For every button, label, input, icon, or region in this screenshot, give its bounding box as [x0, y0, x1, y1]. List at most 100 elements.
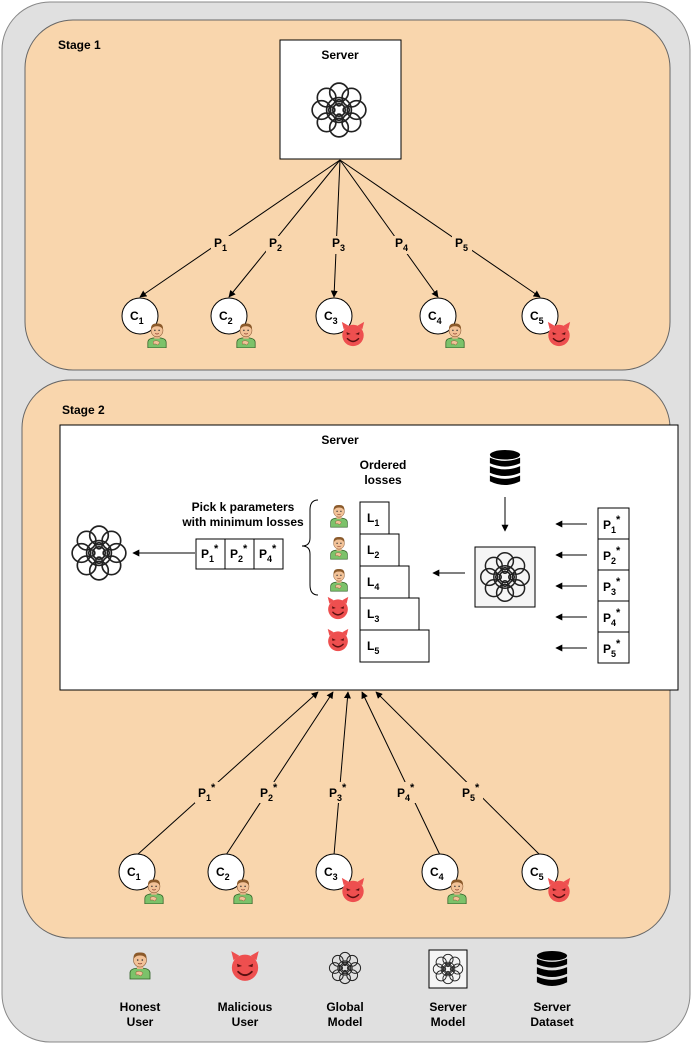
pick-label-1: Pick k parameters	[192, 500, 295, 514]
incoming-params: P1*P2*P3*P4*P5*	[555, 507, 630, 664]
client-node-s2-2	[207, 853, 245, 891]
param-label-bg	[266, 236, 286, 254]
loss-label-2: L2	[367, 543, 379, 560]
picked-param-label: P1*	[201, 543, 219, 564]
legend-label-2: Dataset	[530, 1015, 573, 1029]
stage2-param-5: P5*	[462, 782, 480, 803]
incoming-param-label: P3*	[603, 576, 621, 597]
client-label-s1-1: C1	[130, 309, 144, 326]
stage2-title: Stage 2	[62, 403, 105, 417]
client-label-s1-5: C5	[530, 309, 544, 326]
param-label-bg	[326, 782, 350, 803]
param-label-bg	[459, 782, 483, 803]
incoming-param-box	[597, 600, 630, 633]
incoming-param-label: P2*	[603, 545, 621, 566]
stage2-arrow-3	[333, 691, 351, 856]
client-node-s1-2	[210, 297, 248, 335]
loss-bar-3	[359, 565, 410, 599]
legend-label-1: Server	[429, 1000, 467, 1014]
stage1-param-4: P4	[395, 236, 408, 253]
client-label-s2-3: C3	[324, 865, 338, 882]
legend-label-1: Global	[326, 1000, 363, 1014]
stage1-title: Stage 1	[58, 38, 101, 52]
picked-param-label: P4*	[259, 543, 277, 564]
client-label-s2-1: C1	[127, 865, 141, 882]
param-label-bg	[392, 236, 412, 254]
malicious-user-icon	[327, 596, 349, 620]
param-label-bg	[211, 236, 231, 254]
incoming-param-label: P4*	[603, 607, 621, 628]
param-label-bg	[257, 782, 281, 803]
stage2-param-3: P3*	[329, 782, 347, 803]
malicious-user-icon	[341, 877, 365, 903]
ordered-losses-label-1: Ordered	[360, 458, 407, 472]
param-label-bg	[452, 236, 472, 254]
incoming-param-box	[597, 569, 630, 602]
pick-label-2: with minimum losses	[181, 515, 304, 529]
stage1-server-box	[279, 39, 402, 160]
stage1-arrow-1	[139, 159, 341, 298]
incoming-param-box	[597, 631, 630, 664]
incoming-param-box	[597, 507, 630, 540]
loss-bar-1	[359, 501, 390, 535]
stage2-clients: C1 C2 C3 C4 C5	[118, 853, 571, 904]
legend-label-1: Malicious	[218, 1000, 273, 1014]
stage1-param-5: P5	[455, 236, 468, 253]
client-label-s2-5: C5	[530, 865, 544, 882]
stage2-param-labels: P1*P2*P3*P4*P5*	[195, 782, 483, 803]
stage1-arrow-2	[228, 159, 341, 298]
client-node-s1-1	[121, 297, 159, 335]
malicious-user-icon	[327, 628, 349, 652]
stage2-arrows	[136, 691, 541, 856]
stage2-server-label: Server	[321, 433, 359, 447]
client-node-s2-4	[421, 853, 459, 891]
stage1-panel	[24, 19, 671, 371]
stage1-arrow-5	[339, 159, 541, 298]
stage1-arrows	[139, 159, 541, 298]
loss-bar-5	[359, 629, 430, 663]
legend-label-2: User	[232, 1015, 259, 1029]
picked-param-box	[224, 538, 255, 570]
legend-label-2: Model	[328, 1015, 363, 1029]
malicious-user-icon	[547, 877, 571, 903]
client-label-s2-4: C4	[430, 865, 444, 882]
stage2-param-4: P4*	[397, 782, 415, 803]
legend-label-2: User	[127, 1015, 154, 1029]
picked-param-box	[253, 538, 284, 570]
client-node-s1-4	[419, 297, 457, 335]
ordered-losses-label-2: losses	[364, 473, 402, 487]
stage2-param-2: P2*	[260, 782, 278, 803]
legend-label-2: Model	[431, 1015, 466, 1029]
client-label-s2-2: C2	[216, 865, 230, 882]
param-label-bg	[195, 782, 219, 803]
stage1-arrow-4	[339, 159, 439, 298]
param-label-bg	[329, 236, 349, 254]
server-model-legend-box	[428, 949, 468, 989]
incoming-param-label: P1*	[603, 514, 621, 535]
legend: HonestUserMaliciousUserGlobalModelServer…	[120, 949, 574, 1029]
stage2-arrow-2	[225, 691, 334, 856]
stage1-param-3: P3	[332, 236, 345, 253]
picked-params: P1* P2* P4*	[195, 538, 284, 570]
brace	[301, 499, 319, 596]
picked-param-label: P2*	[230, 543, 248, 564]
stage1-server-label: Server	[321, 48, 359, 62]
loss-bar-2	[359, 533, 400, 567]
client-node-s2-1	[118, 853, 156, 891]
loss-bar-4	[359, 597, 420, 631]
stage2-arrow-4	[361, 691, 441, 856]
legend-label-1: Honest	[120, 1000, 161, 1014]
malicious-user-icon	[341, 321, 365, 347]
stage1-param-2: P2	[269, 236, 282, 253]
loss-label-5: L5	[367, 639, 379, 656]
stage1-arrow-3	[330, 159, 341, 298]
loss-label-1: L1	[367, 511, 379, 528]
param-label-bg	[394, 782, 418, 803]
server-model-box	[474, 546, 536, 608]
loss-label-3: L4	[367, 575, 379, 592]
client-label-s1-2: C2	[219, 309, 233, 326]
